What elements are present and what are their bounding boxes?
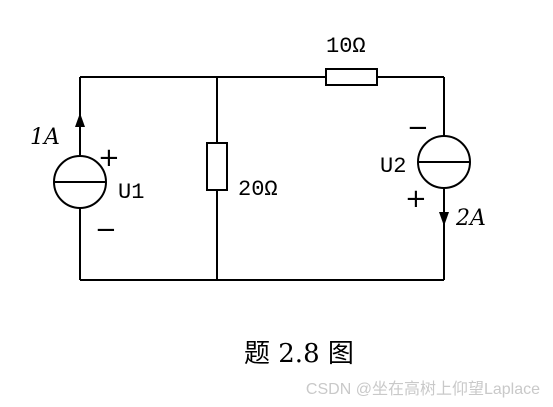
left-voltage-label: U1 [118, 180, 144, 205]
left-current-label: 1A [30, 125, 60, 150]
resistor-10-label: 10Ω [326, 34, 366, 59]
right-minus-sign: − [407, 113, 429, 143]
right-current-label: 2A [455, 206, 486, 231]
left-current-arrow-icon [75, 113, 85, 127]
right-plus-sign: + [405, 184, 427, 214]
figure-caption: 题 2.8 图 [244, 339, 354, 369]
resistor-10-ohm [325, 68, 378, 86]
right-voltage-label: U2 [380, 154, 406, 179]
watermark: CSDN @坐在高树上仰望Laplace [306, 380, 540, 398]
resistor-20-label: 20Ω [238, 177, 278, 202]
right-current-arrow-icon [439, 212, 449, 226]
left-plus-sign: + [98, 143, 120, 173]
resistor-20-ohm [206, 142, 228, 191]
left-minus-sign: − [95, 215, 117, 245]
